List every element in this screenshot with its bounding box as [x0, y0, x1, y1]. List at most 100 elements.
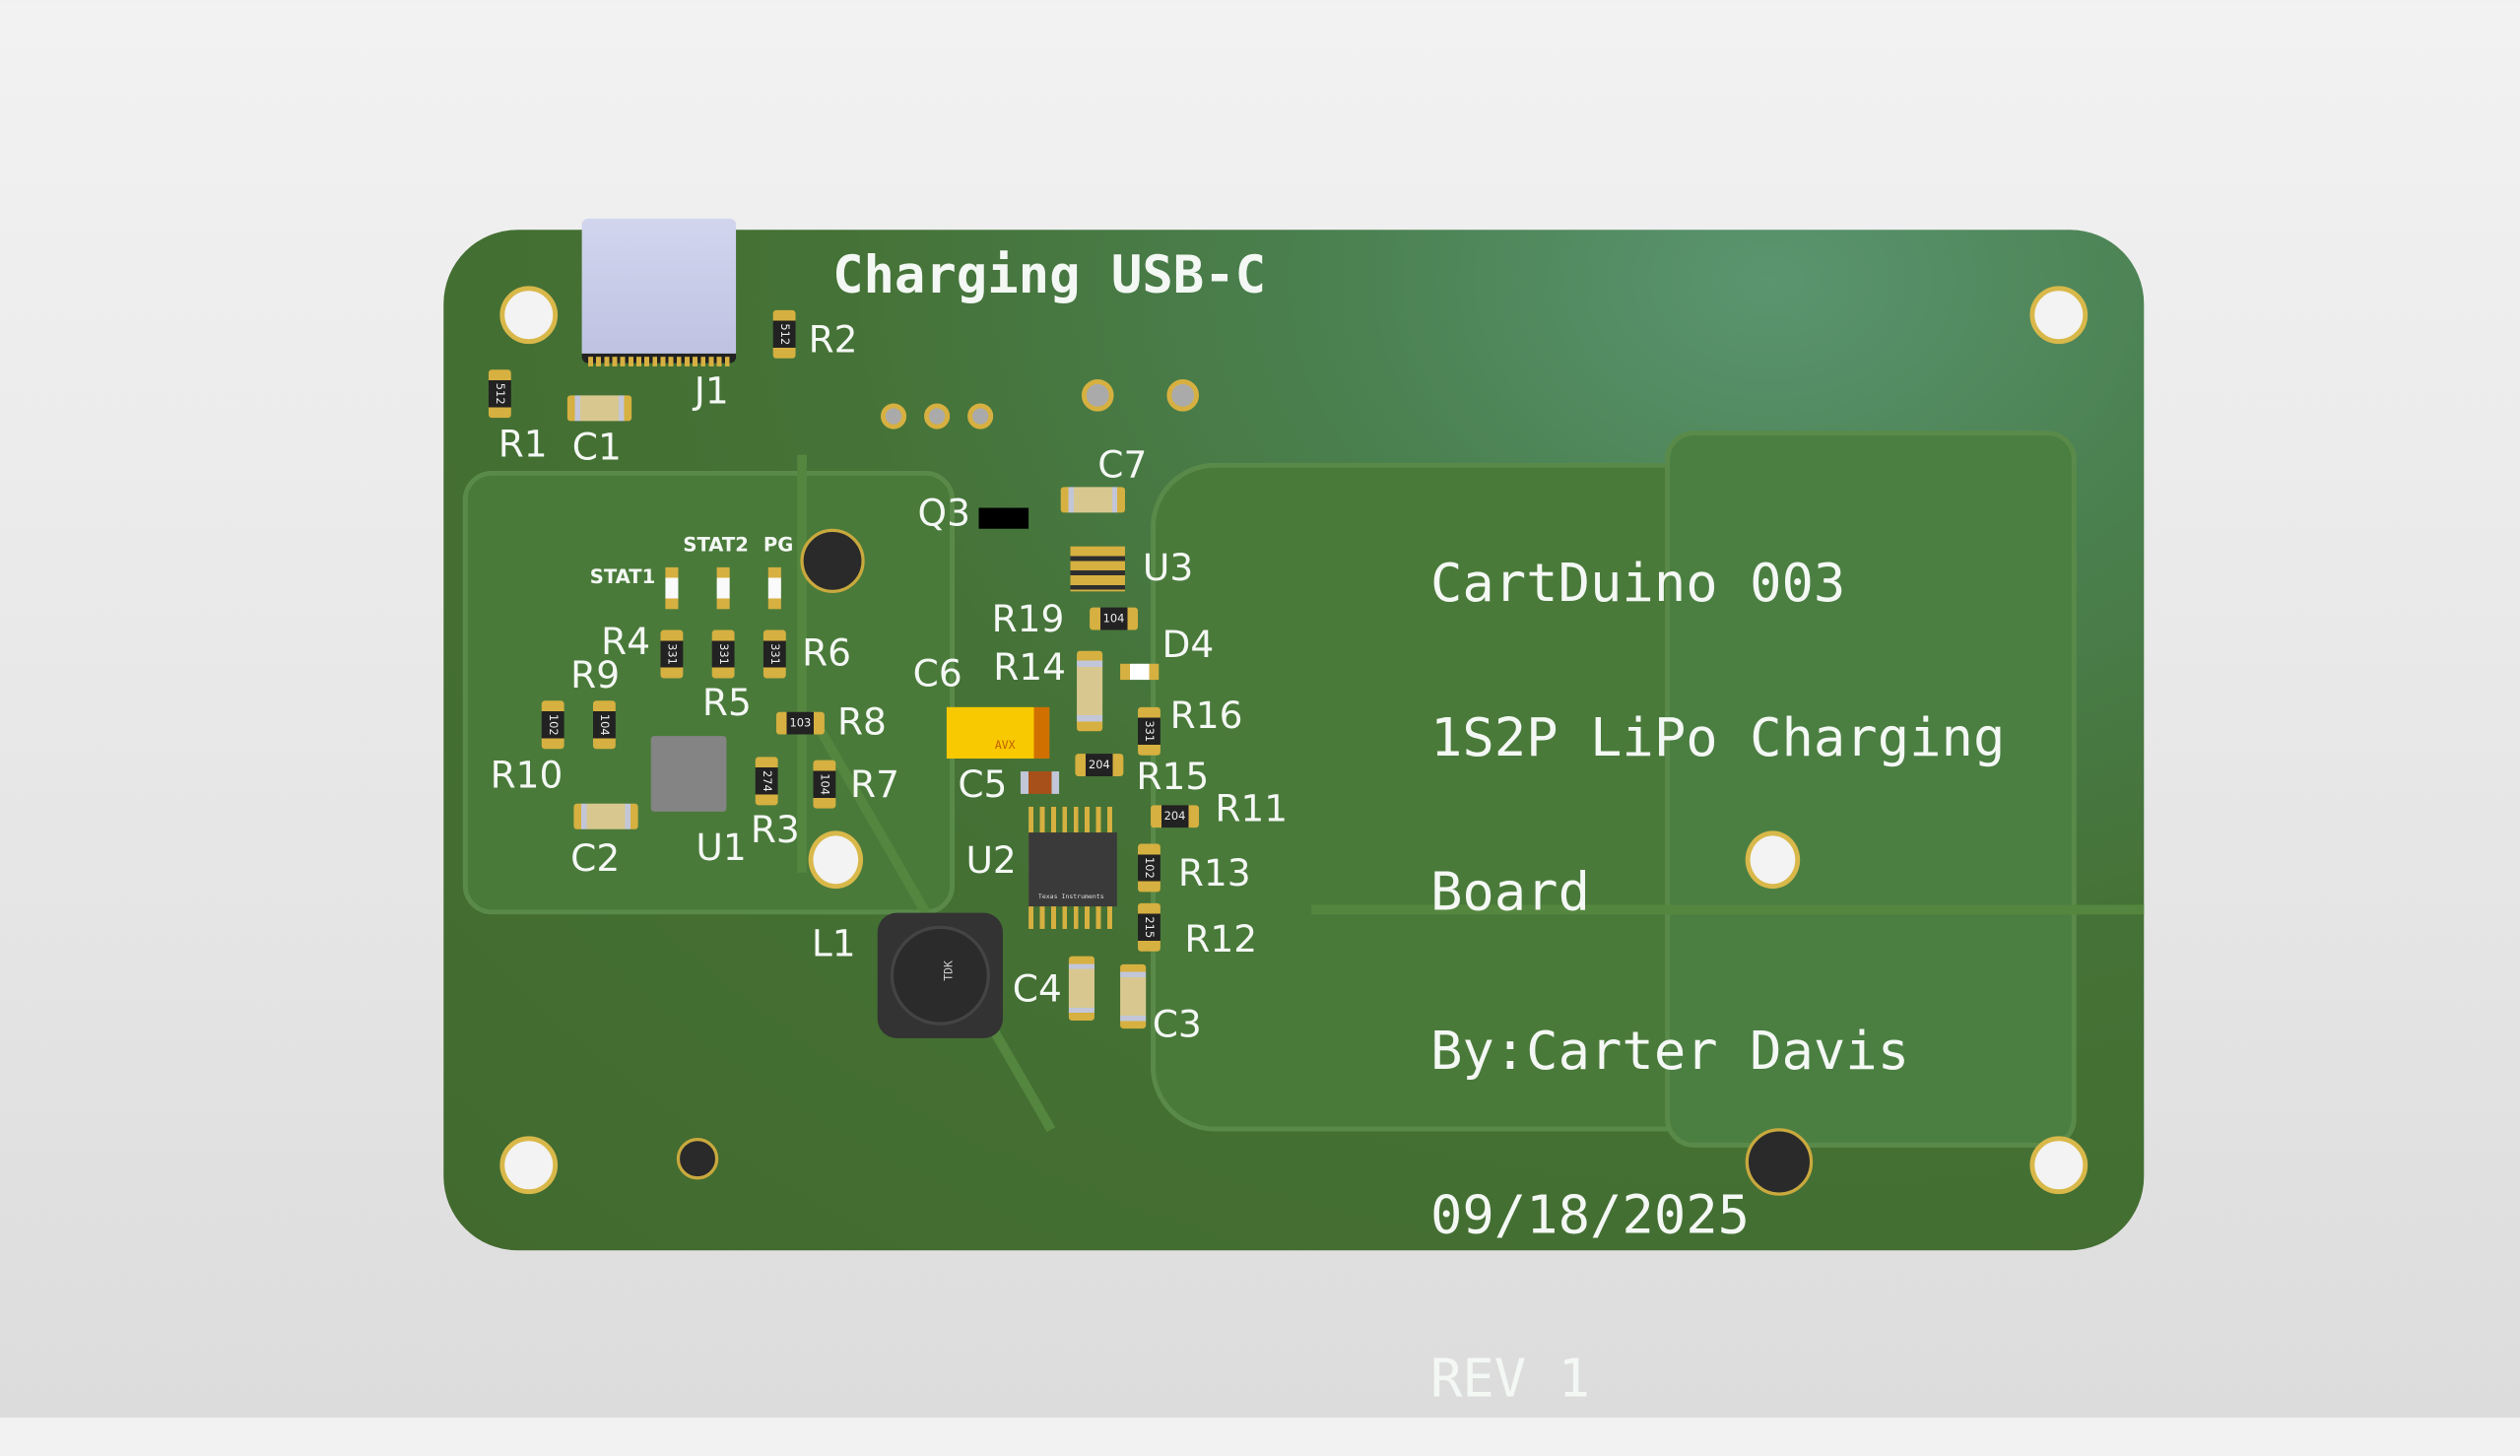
resistor-r16: 331	[1138, 706, 1161, 756]
resistor-r10: 104	[592, 700, 616, 750]
resistor-marking: 331	[767, 643, 781, 665]
through-hole-pad	[1166, 379, 1200, 412]
resistor-r5: 331	[711, 629, 735, 679]
designator: C1	[571, 427, 622, 470]
designator: R11	[1215, 789, 1289, 831]
screw-hole	[800, 528, 865, 593]
mounting-hole	[2029, 286, 2089, 345]
cap-c3	[1120, 963, 1147, 1029]
resistor-r14	[1077, 650, 1103, 732]
designator: R8	[836, 701, 887, 745]
ic-marking: Texas Instruments	[1037, 892, 1104, 900]
resistor-r4: 331	[660, 629, 684, 679]
designator: U2	[965, 840, 1017, 883]
resistor-marking: 104	[597, 713, 611, 736]
designator: L1	[811, 924, 856, 966]
through-hole-pad	[967, 403, 994, 430]
designator: R10	[490, 755, 564, 798]
designator: Q3	[917, 493, 970, 536]
resistor-r12: 215	[1138, 902, 1161, 952]
board-name: CartDuino 003	[1429, 551, 1846, 615]
board-info-block: CartDuino 003 1S2P LiPo Charging Board B…	[1430, 455, 2005, 1456]
mounting-hole	[499, 286, 559, 345]
copper-pour	[1665, 430, 2077, 1148]
cap-c1	[566, 395, 632, 422]
designator: C2	[570, 838, 621, 882]
designator: R19	[991, 599, 1065, 641]
diode-d4	[1120, 663, 1160, 681]
usb-c-connector	[581, 218, 737, 364]
designator: R9	[570, 655, 621, 698]
board-revision: REV 1	[1429, 1347, 1591, 1410]
resistor-r6: 331	[763, 629, 786, 679]
resistor-marking: 204	[1088, 759, 1110, 772]
resistor-marking: 274	[760, 769, 773, 792]
designator: D4	[1161, 625, 1215, 668]
resistor-marking: 331	[1142, 720, 1156, 743]
screw-hole	[1745, 1128, 1814, 1196]
mounting-hole	[1745, 830, 1801, 890]
resistor-r19: 104	[1090, 607, 1139, 630]
designator: R16	[1169, 695, 1243, 738]
through-hole-pad	[924, 403, 951, 430]
designator: C7	[1097, 444, 1148, 488]
copper-pour	[462, 471, 956, 915]
resistor-r13: 102	[1138, 843, 1161, 893]
resistor-marking: 104	[1102, 612, 1125, 626]
resistor-r3: 274	[755, 757, 778, 806]
mounting-hole	[499, 1136, 559, 1195]
resistor-marking: 331	[665, 643, 679, 665]
resistor-marking: 512	[493, 382, 506, 405]
tantalum-cap-c6: AVX	[946, 706, 1050, 760]
cap-c7	[1060, 487, 1125, 513]
designator: R6	[802, 632, 852, 676]
led-stat1	[665, 566, 679, 610]
resistor-r11: 204	[1151, 805, 1200, 828]
designator: R5	[701, 683, 752, 725]
ic-u1	[650, 736, 727, 812]
resistor-marking: 104	[818, 773, 831, 796]
designator: R14	[993, 647, 1067, 690]
cap-c5	[1020, 771, 1060, 794]
inductor-marking: TDK	[942, 960, 956, 981]
designator: R7	[850, 764, 899, 807]
board-date: 09/18/2025	[1429, 1182, 1751, 1246]
resistor-marking: 102	[546, 713, 560, 736]
transistor-q3	[978, 507, 1029, 529]
designator: R13	[1177, 853, 1251, 895]
silkscreen-title: Charging USB-C	[832, 243, 1267, 305]
resistor-r8: 103	[775, 711, 825, 735]
designator: R12	[1184, 919, 1258, 961]
designator: R4	[601, 622, 651, 664]
through-hole-pad	[881, 403, 907, 430]
designator: R1	[497, 424, 548, 467]
designator: U3	[1142, 548, 1194, 590]
label-pg: PG	[763, 533, 794, 557]
cap-c2	[573, 803, 638, 829]
resistor-marking: 215	[1142, 916, 1156, 939]
cap-c4	[1068, 956, 1094, 1021]
resistor-marking: 204	[1163, 810, 1186, 824]
resistor-marking: 512	[777, 323, 791, 346]
resistor-r2: 512	[772, 309, 796, 359]
resistor-marking: 331	[716, 643, 730, 665]
trace	[1311, 904, 2145, 915]
cap-marking: AVX	[994, 739, 1016, 753]
designator: R2	[808, 319, 858, 363]
label-stat2: STAT2	[683, 533, 749, 557]
inductor-l1: TDK	[877, 912, 1003, 1038]
resistor-r1: 512	[488, 369, 511, 419]
designator: U1	[696, 827, 747, 870]
resistor-r9: 102	[541, 700, 564, 750]
ic-u3	[1070, 546, 1125, 592]
mounting-hole	[808, 830, 864, 890]
designator: R3	[750, 810, 800, 852]
resistor-marking: 102	[1142, 857, 1156, 879]
designator: C3	[1152, 1004, 1202, 1047]
designator: C5	[958, 764, 1008, 807]
resistor-marking: 103	[789, 716, 812, 730]
resistor-r7: 104	[813, 760, 836, 809]
through-hole-pad	[1081, 379, 1114, 412]
via	[676, 1138, 719, 1180]
designator: J1	[694, 370, 729, 414]
